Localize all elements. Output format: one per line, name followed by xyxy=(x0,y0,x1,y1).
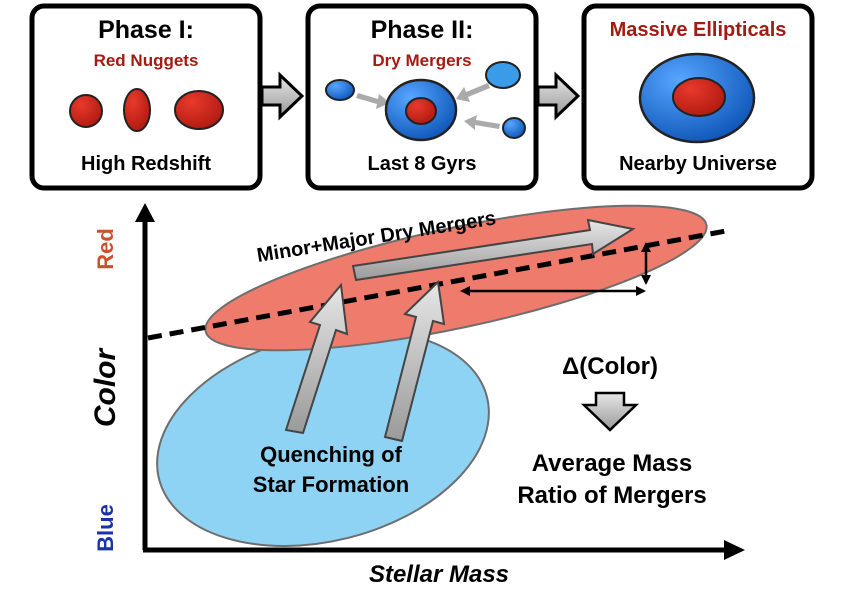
phase-1-subtitle: Red Nuggets xyxy=(94,51,199,70)
merger-arrow-top-right xyxy=(456,83,490,102)
phase-3-caption: Nearby Universe xyxy=(619,153,777,175)
central-galaxy-core xyxy=(405,97,437,125)
y-axis-top-label: Red xyxy=(93,228,118,270)
phase-2-box: Phase II: Dry Mergers Last 8 Gyrs xyxy=(305,3,539,191)
y-axis-label: Color xyxy=(89,347,122,428)
merger-arrow-bottom-right xyxy=(464,115,500,130)
quenching-line-2: Star Formation xyxy=(253,472,409,497)
y-axis-bottom-label: Blue xyxy=(93,504,118,552)
phase-3-subtitle: Massive Ellipticals xyxy=(610,19,787,41)
mass-ratio-line-1: Average Mass xyxy=(532,450,693,477)
red-sequence-region xyxy=(204,204,708,352)
red-nugget-elongated xyxy=(123,88,151,132)
phase-transition-arrow-2 xyxy=(536,71,581,121)
delta-down-arrow xyxy=(580,391,640,432)
red-nugget-oval xyxy=(174,90,224,130)
mass-ratio-line-2: Ratio of Mergers xyxy=(517,482,706,509)
y-axis-arrowhead xyxy=(135,203,155,222)
delta-color-label: Δ(Color) xyxy=(562,353,658,380)
phase-1-box: Phase I: Red Nuggets High Redshift xyxy=(29,3,263,191)
phase-1-caption: High Redshift xyxy=(81,153,211,175)
dry-merger-arrow xyxy=(351,218,636,282)
phase-1-title: Phase I: xyxy=(98,16,194,44)
massive-elliptical-core xyxy=(672,77,726,117)
red-nugget-round xyxy=(69,94,103,128)
x-axis-label: Stellar Mass xyxy=(369,561,509,588)
quenching-line-1: Quenching of xyxy=(260,442,402,467)
phase-3-box: Massive Ellipticals Nearby Universe xyxy=(581,3,815,191)
phase-transition-arrow-1 xyxy=(260,71,305,121)
merger-arrow-left xyxy=(356,93,390,109)
phase-2-title: Phase II: xyxy=(371,16,474,44)
satellite-galaxy-top-right xyxy=(485,61,521,89)
quenching-arrow-left xyxy=(284,282,349,435)
phase-2-caption: Last 8 Gyrs xyxy=(368,153,477,175)
satellite-galaxy-bottom-right xyxy=(502,117,526,139)
phase-2-subtitle: Dry Mergers xyxy=(372,51,471,70)
x-axis-arrowhead xyxy=(724,540,745,560)
quenching-arrow-right xyxy=(383,279,446,443)
satellite-galaxy-left xyxy=(325,79,355,101)
